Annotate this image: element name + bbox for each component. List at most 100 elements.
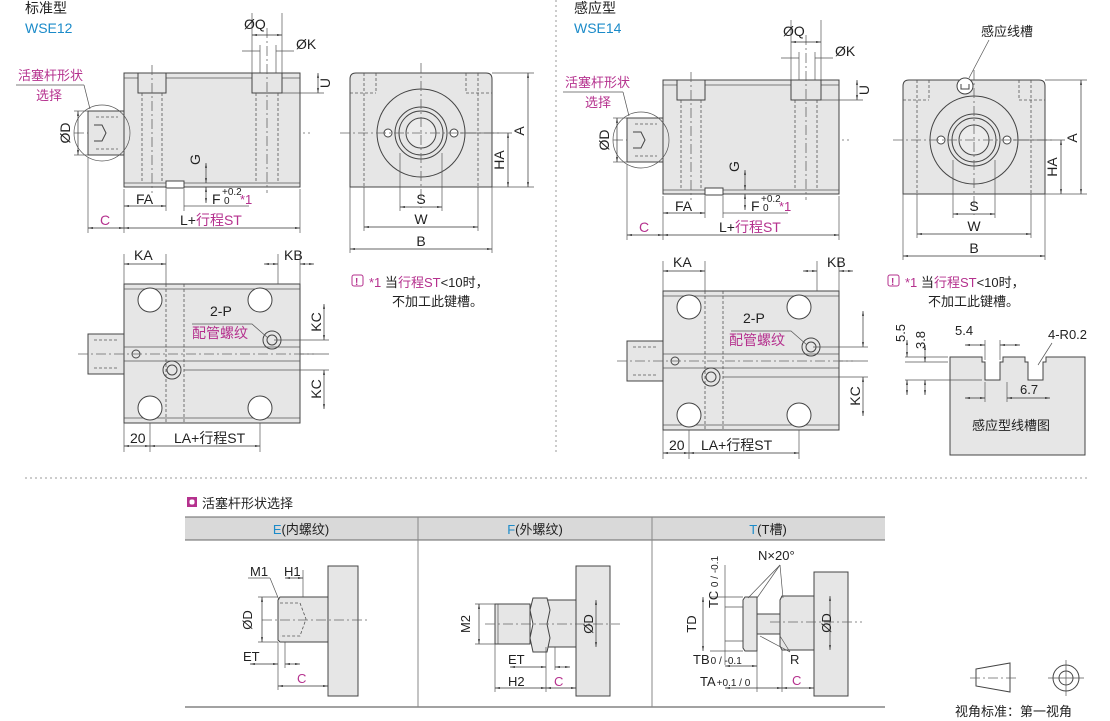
standard-note: ! *1 当行程ST<10时， 不加工此键槽。 [351, 274, 489, 309]
dim-g: G [726, 161, 742, 172]
note-line1: *1 当行程ST<10时， [369, 275, 489, 290]
dim-b: B [416, 233, 425, 249]
sensor-groove-icon [956, 77, 974, 95]
dim-f-note: *1 [779, 199, 791, 214]
label-r: R [790, 652, 799, 667]
label-m1: M1 [250, 564, 268, 579]
dim-kc-bottom: KC [308, 379, 324, 398]
port-label: 配管螺纹 [729, 332, 785, 348]
dim-w: W [414, 211, 428, 227]
dim-3-8: 3.8 [913, 331, 928, 349]
dim-fa: FA [136, 191, 154, 207]
dim-f-note: *1 [240, 192, 252, 207]
rod-type-e-drawing: M1 H1 ØD ET C [240, 564, 368, 697]
label-h1: H1 [284, 564, 301, 579]
dim-5-4: 5.4 [955, 323, 973, 338]
rod-selection-title: 活塞杆形状选择 [202, 496, 293, 511]
label-c: C [554, 674, 563, 689]
label-et: ET [508, 652, 525, 667]
dim-l: L+行程ST [719, 219, 781, 235]
dim-20: 20 [669, 437, 685, 453]
sensor-bottom-view: KA KB KC 2-P 配管螺纹 20 LA+行程ST [617, 254, 868, 459]
dim-w: W [967, 218, 981, 234]
label-td: TD [684, 615, 699, 632]
rod-type-t-drawing: TC 0 / -0.1 N×20° TD ØD TB0 / -0.1 R TA+… [684, 548, 862, 697]
svg-text:!: ! [891, 277, 894, 288]
projection-standard: 视角标准：第一视角 [955, 660, 1084, 719]
dim-c: C [639, 219, 649, 235]
dim-a: A [1064, 133, 1080, 143]
port-label: 配管螺纹 [192, 325, 248, 341]
label-c: C [792, 673, 801, 688]
sensor-note: ! *1 当行程ST<10时， 不加工此键槽。 [887, 274, 1025, 309]
sensor-model: WSE14 [574, 20, 622, 36]
standard-bottom-view: KA KB KC KC 2-P 配管螺纹 20 LA+行程ST [78, 247, 329, 452]
sensor-groove-label: 感应线槽 [981, 24, 1033, 39]
dim-g: G [187, 154, 203, 165]
dim-d: ØD [596, 130, 612, 151]
standard-type-panel: 标准型 WSE12 活塞杆形状 选择 ØQ ØK U G ØD FA F +0.… [16, 0, 534, 452]
sensor-groove-diagram: 5.5 3.8 5.4 4-R0.2 6.7 感应型线槽图 [893, 323, 1087, 456]
dim-u: U [317, 78, 333, 88]
dim-ka: KA [673, 254, 692, 270]
dim-f-tol-up: +0.2 [222, 187, 242, 198]
rod-callout-line2: 选择 [36, 88, 62, 103]
dim-ka: KA [134, 247, 153, 263]
dim-f-tol-up: +0.2 [761, 194, 781, 205]
warning-icon [887, 274, 900, 287]
label-n: N×20° [758, 548, 795, 563]
sensor-type-panel: 感应型 WSE14 活塞杆形状 选择 ØQ ØK U G ØD FA F +0.… [563, 0, 1087, 459]
warning-icon [351, 274, 364, 287]
dim-f-tol-low: 0 [224, 196, 230, 207]
column-header-t: T(T槽) [749, 522, 787, 537]
dim-la: LA+行程ST [701, 437, 773, 453]
dim-kc-top: KC [308, 312, 324, 331]
rod-selection-table: 活塞杆形状选择 E(内螺纹) F(外螺纹) T(T槽) M1 H1 ØD ET … [185, 496, 885, 708]
label-tc: TC 0 / -0.1 [706, 556, 721, 609]
dim-fa: FA [675, 198, 693, 214]
dim-k: ØK [296, 36, 317, 52]
note-line2: 不加工此键槽。 [928, 294, 1019, 309]
standard-front-view: S W B A HA [340, 63, 534, 253]
dim-la: LA+行程ST [174, 430, 246, 446]
dim-s: S [969, 198, 978, 214]
label-m2: M2 [458, 615, 473, 633]
table-header [185, 517, 885, 540]
dim-ha: HA [1044, 157, 1060, 177]
dim-b: B [969, 240, 978, 256]
sensor-side-view: 活塞杆形状 选择 ØQ ØK U G ØD FA F +0.2 0 *1 C L… [563, 20, 872, 240]
label-ta: TA+0.1 / 0 [700, 674, 751, 689]
sensor-front-view: 感应线槽 S W B A HA [893, 24, 1087, 260]
dim-q: ØQ [783, 23, 805, 39]
rod-callout-line1: 活塞杆形状 [18, 68, 83, 83]
rod-type-f-drawing: M2 ØD ET H2 C [458, 565, 620, 697]
first-angle-circle-icon [1048, 660, 1084, 696]
label-d: ØD [240, 610, 255, 630]
dim-r: 4-R0.2 [1048, 327, 1087, 342]
dim-20: 20 [130, 430, 146, 446]
note-line1: *1 当行程ST<10时， [905, 275, 1025, 290]
dim-kb: KB [827, 254, 846, 270]
sensor-title: 感应型 [574, 0, 616, 16]
label-h2: H2 [508, 674, 525, 689]
dim-l: L+行程ST [180, 212, 242, 228]
label-c: C [297, 671, 306, 686]
groove-caption: 感应型线槽图 [972, 418, 1050, 433]
dim-c: C [100, 212, 110, 228]
label-d: ØD [819, 613, 834, 633]
port-count: 2-P [210, 303, 232, 319]
standard-title: 标准型 [25, 0, 67, 16]
dim-a: A [511, 126, 527, 136]
dim-k: ØK [835, 43, 856, 59]
label-d: ØD [581, 614, 596, 634]
dim-ha: HA [491, 150, 507, 170]
port-count: 2-P [743, 310, 765, 326]
projection-label: 视角标准：第一视角 [955, 704, 1072, 719]
label-tb: TB0 / -0.1 [693, 652, 742, 667]
dim-q: ØQ [244, 16, 266, 32]
svg-text:!: ! [355, 277, 358, 288]
standard-model: WSE12 [25, 20, 73, 36]
dim-f-tol-low: 0 [763, 203, 769, 214]
dim-kc: KC [847, 386, 863, 405]
